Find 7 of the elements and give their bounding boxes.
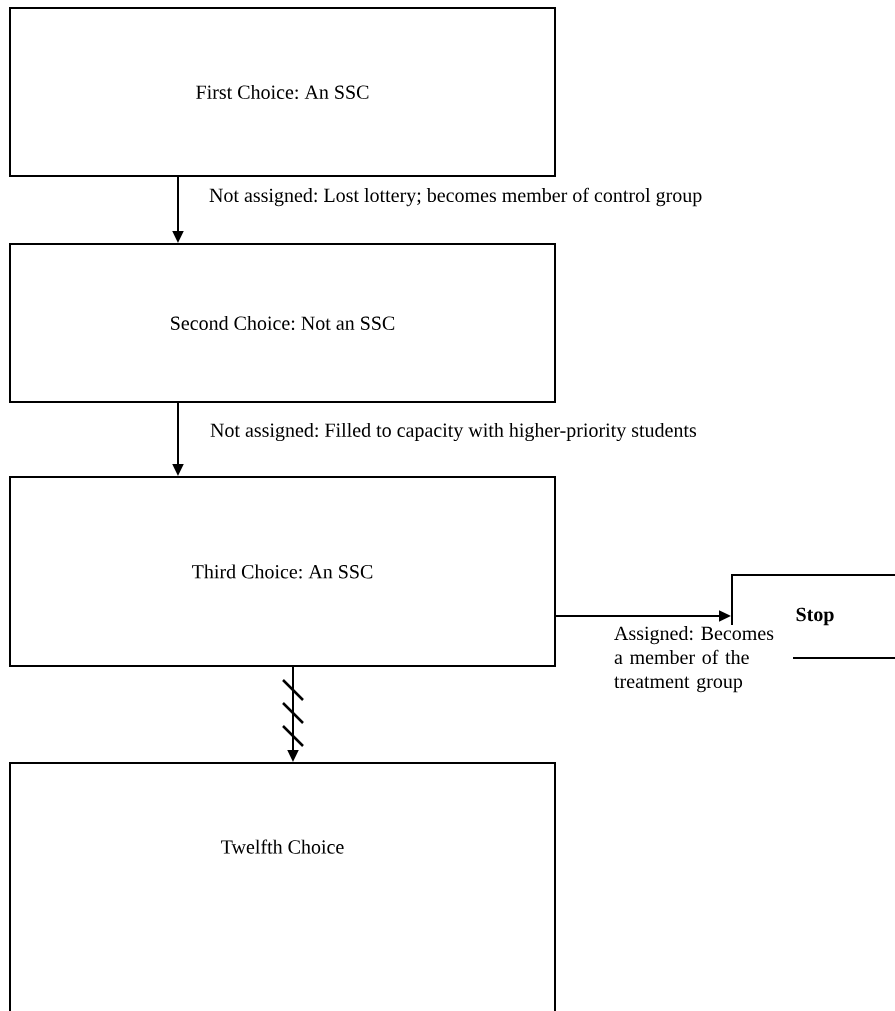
choice-box: Twelfth Choice <box>9 762 556 1011</box>
edge-label: Not assigned: Filled to capacity with higher-priority students <box>209 421 698 443</box>
edge-label: Assigned: Becomes a member of the treatment group <box>613 625 793 694</box>
choice-box: Second Choice: Not an SSC <box>9 243 556 403</box>
edge-label: Not assigned: Lost lottery; becomes member of control group <box>208 186 704 208</box>
choice-box: Third Choice: An SSC <box>9 476 556 667</box>
choice-box: First Choice: An SSC <box>9 7 556 177</box>
